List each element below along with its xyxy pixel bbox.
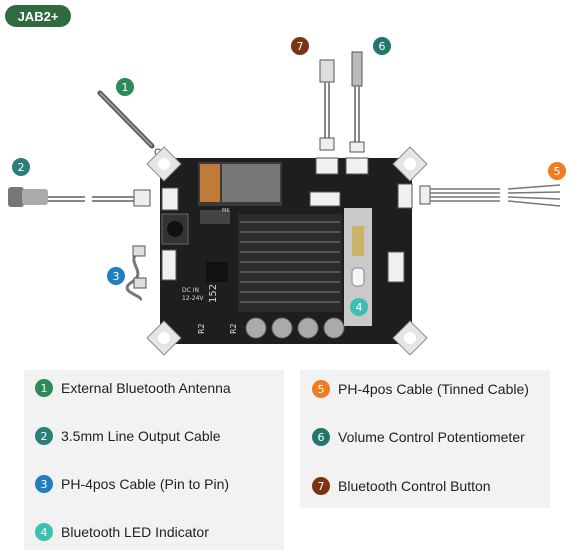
legend-item-potentiometer: 6 Volume Control Potentiometer [312, 428, 525, 446]
board-name-pill: JAB2+ [5, 5, 71, 27]
callout-6: 6 [373, 37, 391, 55]
legend-label: Bluetooth LED Indicator [61, 524, 209, 540]
antenna-cable [97, 90, 162, 156]
legend-item-antenna: 1 External Bluetooth Antenna [35, 379, 231, 397]
board-r2-label-b: R2 [229, 323, 238, 334]
board-mk-label: MK [222, 208, 230, 214]
callout-4: 4 [350, 298, 368, 316]
callout-7: 7 [291, 37, 309, 55]
legend-label: PH-4pos Cable (Tinned Cable) [338, 381, 529, 397]
legend-item-led: 4 Bluetooth LED Indicator [35, 523, 209, 541]
legend-item-pin-cable: 3 PH-4pos Cable (Pin to Pin) [35, 475, 229, 493]
legend-label: External Bluetooth Antenna [61, 380, 231, 396]
bluetooth-button-cable [319, 59, 335, 151]
legend-item-line-output: 2 3.5mm Line Output Cable [35, 427, 221, 445]
legend-label: 3.5mm Line Output Cable [61, 428, 221, 444]
board-dc-in-label: DC IN [182, 287, 199, 294]
callout-1: 1 [116, 78, 134, 96]
legend-item-button: 7 Bluetooth Control Button [312, 477, 491, 495]
callout-3: 3 [107, 267, 125, 285]
callout-2: 2 [12, 158, 30, 176]
line-output-cable [8, 187, 151, 207]
legend-badge: 3 [35, 475, 53, 493]
legend-left: 1 External Bluetooth Antenna 2 3.5mm Lin… [24, 370, 284, 550]
board-model-label: 152 [208, 284, 219, 303]
ph4-pin-cable [125, 245, 147, 302]
legend-right: 5 PH-4pos Cable (Tinned Cable) 6 Volume … [300, 370, 550, 508]
legend-badge: 2 [35, 427, 53, 445]
legend-badge: 1 [35, 379, 53, 397]
callout-5: 5 [548, 162, 566, 180]
legend-badge: 4 [35, 523, 53, 541]
legend-label: PH-4pos Cable (Pin to Pin) [61, 476, 230, 492]
legend-badge: 5 [312, 380, 330, 398]
board-voltage-label: 12-24V [182, 295, 204, 302]
legend-label: Bluetooth Control Button [338, 478, 491, 494]
legend-badge: 6 [312, 428, 330, 446]
ph4-tinned-cable [419, 184, 561, 207]
amplifier-board: 152 DC IN 12-24V R2 R2 MK [146, 146, 428, 356]
legend-badge: 7 [312, 477, 330, 495]
legend-label: Volume Control Potentiometer [338, 429, 525, 445]
volume-potentiometer-cable [349, 51, 365, 153]
legend-item-tinned-cable: 5 PH-4pos Cable (Tinned Cable) [312, 380, 529, 398]
board-r2-label-a: R2 [197, 323, 206, 334]
